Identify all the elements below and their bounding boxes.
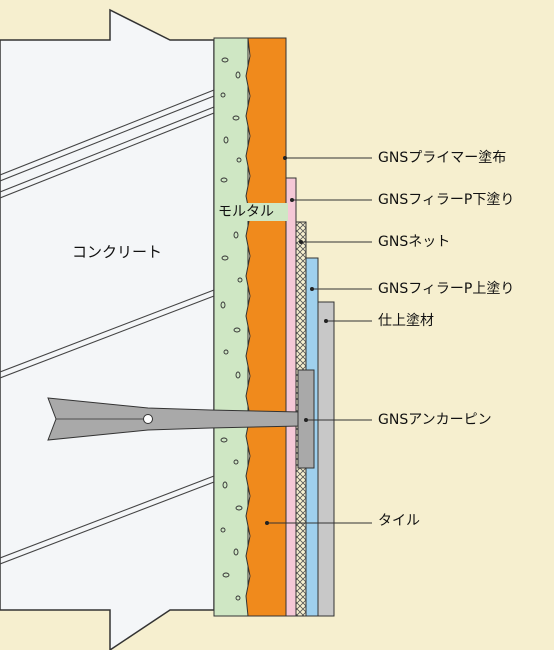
label-mortar: モルタル — [215, 203, 288, 221]
mortar-aggregate — [220, 57, 243, 601]
concrete-rebar-lines — [0, 89, 215, 565]
tile-layer — [245, 37, 287, 617]
filler-base-layer — [285, 177, 297, 617]
leader-dots — [265, 156, 328, 525]
finish-coat-layer — [317, 301, 335, 617]
label-anchor-pin: GNSアンカーピン — [378, 412, 492, 428]
label-primer: GNSプライマー塗布 — [378, 150, 507, 166]
leader-lines — [267, 157, 372, 524]
label-filler-top: GNSフィラーP上塗り — [378, 281, 515, 297]
label-finish: 仕上塗材 — [378, 313, 434, 329]
label-tile: タイル — [378, 513, 420, 529]
label-net: GNSネット — [378, 234, 451, 250]
concrete-slab — [0, 8, 215, 650]
label-filler-base: GNSフィラーP下塗り — [378, 192, 515, 208]
mortar-layer — [213, 37, 249, 617]
label-concrete: コンクリート — [72, 243, 163, 261]
